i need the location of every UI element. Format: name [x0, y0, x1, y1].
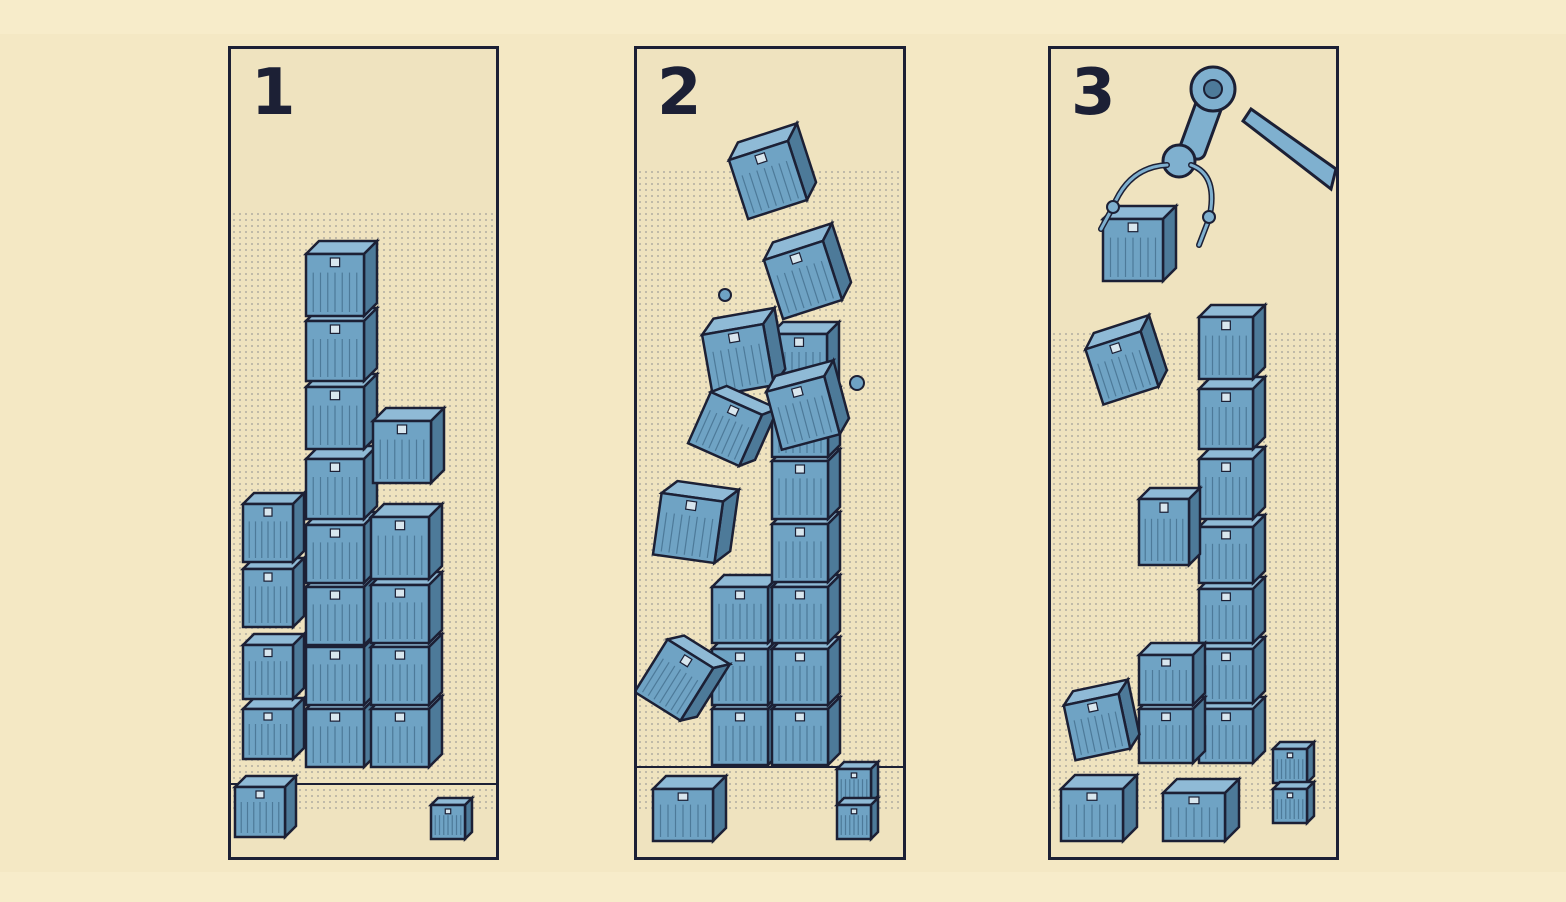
box-icon	[1099, 202, 1180, 285]
panel-number: 2	[657, 56, 702, 130]
box-icon	[1195, 443, 1269, 523]
box-icon	[1135, 639, 1209, 709]
box-icon	[1061, 676, 1141, 762]
box-icon	[1195, 573, 1269, 647]
box-icon	[708, 693, 784, 769]
box-icon	[367, 500, 446, 583]
box-icon	[1057, 771, 1141, 845]
box-icon	[763, 357, 851, 452]
box-icon	[708, 571, 784, 647]
box-icon	[768, 508, 844, 586]
box-icon	[302, 370, 381, 453]
panel-3: 3	[1048, 46, 1339, 860]
box-icon	[1195, 301, 1269, 383]
box-stack	[231, 237, 476, 843]
box-icon	[833, 794, 882, 843]
box-icon	[1159, 775, 1243, 845]
robot-arm-icon	[1098, 65, 1336, 248]
box-icon	[651, 479, 742, 566]
box-icon	[302, 570, 381, 649]
box-icon	[1269, 738, 1318, 787]
box-icon	[302, 692, 381, 771]
box-stack	[1057, 202, 1318, 845]
panel-1-scene	[231, 209, 496, 843]
box-icon	[649, 772, 730, 845]
box-icon	[367, 692, 446, 771]
box-icon	[761, 220, 853, 321]
panel-1: 1	[228, 46, 499, 860]
box-icon	[302, 304, 381, 385]
debris-dot	[718, 288, 732, 302]
bottom-band	[0, 872, 1566, 902]
box-icon	[302, 442, 381, 523]
box-icon	[768, 571, 844, 647]
box-icon	[1135, 693, 1209, 767]
box-icon	[1195, 511, 1269, 587]
box-icon	[427, 794, 476, 843]
box-icon	[1195, 693, 1269, 767]
top-band	[0, 0, 1566, 34]
box-icon	[726, 120, 818, 221]
box-icon	[768, 445, 844, 523]
box-icon	[367, 630, 446, 709]
box-icon	[239, 554, 308, 631]
panel-3-scene	[1051, 65, 1336, 845]
box-stack	[637, 120, 882, 845]
box-icon	[637, 634, 734, 723]
box-icon	[686, 384, 782, 469]
box-icon	[302, 237, 381, 320]
panel-number: 3	[1071, 56, 1116, 130]
box-icon	[239, 489, 308, 566]
box-icon	[1195, 633, 1269, 707]
panel-2-scene	[637, 120, 903, 845]
box-icon	[239, 694, 308, 763]
box-icon	[1195, 373, 1269, 453]
box-icon	[369, 404, 448, 487]
box-icon	[1135, 484, 1204, 569]
box-icon	[768, 693, 844, 769]
box-icon	[699, 304, 787, 398]
box-icon	[239, 630, 308, 703]
debris-dot	[849, 375, 865, 391]
box-icon	[231, 772, 300, 841]
box-icon	[1269, 778, 1318, 827]
box-icon	[768, 633, 844, 709]
box-icon	[302, 508, 381, 587]
box-icon	[1082, 311, 1169, 407]
box-icon	[367, 568, 446, 647]
panel-number: 1	[251, 56, 296, 130]
panel-2: 2	[634, 46, 906, 860]
